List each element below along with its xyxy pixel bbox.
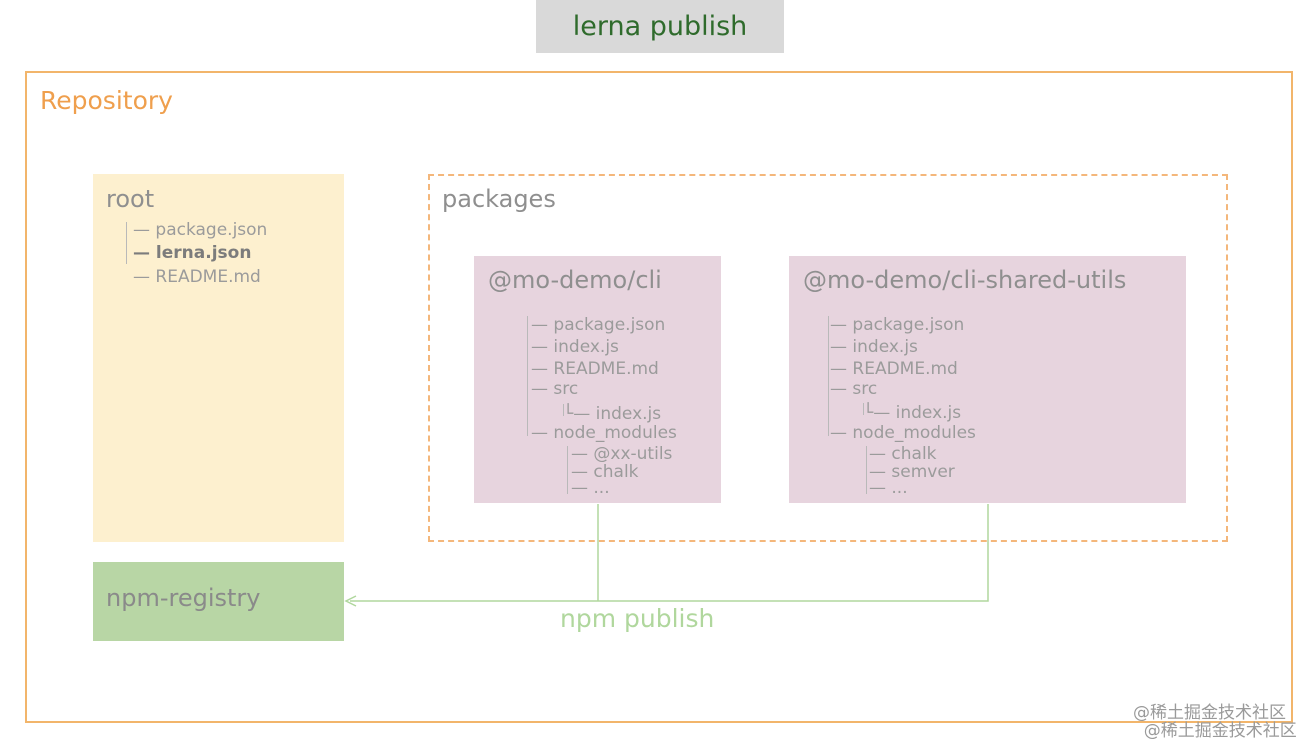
repository-label: Repository [40,86,173,115]
package-cli-modules-line [567,446,568,494]
shared-file-index-js: — index.js [830,337,918,357]
publish-arrowhead [344,595,357,607]
root-box [93,174,344,542]
root-tree-line [126,222,127,264]
shared-src-index-js: └— index.js [863,403,962,423]
shared-folder-node-modules: — node_modules [830,423,976,443]
root-file-lerna-json: — lerna.json [133,243,252,263]
package-shared-modules-line [866,446,867,494]
package-cli-name: @mo-demo/cli [488,266,662,294]
root-label: root [106,185,155,213]
package-shared-tree-line [828,316,829,436]
packages-label: packages [442,185,556,213]
cli-module-ellipsis: — ... [571,478,610,498]
cli-file-package-json: — package.json [531,315,666,335]
cli-module-xx-utils: — @xx-utils [571,444,673,464]
package-cli-box [474,256,721,503]
diagram-title: lerna publish [536,0,784,53]
shared-module-semver: — semver [869,462,955,482]
packages-frame [428,174,1228,542]
shared-file-readme: — README.md [830,359,958,379]
shared-module-ellipsis: — ... [869,478,908,498]
cli-folder-node-modules: — node_modules [531,423,677,443]
package-cli-src-line [563,404,564,416]
cli-module-chalk: — chalk [571,462,639,482]
root-file-package-json: — package.json [133,220,268,240]
cli-folder-src: — src [531,379,579,399]
cli-file-readme: — README.md [531,359,659,379]
package-shared-src-line [863,403,864,415]
watermark: @稀土掘金技术社区 @稀土掘金技术社区 [1133,703,1297,741]
publish-line-shared [350,504,989,602]
shared-file-package-json: — package.json [830,315,965,335]
shared-module-chalk: — chalk [869,444,937,464]
npm-publish-label: npm publish [560,604,715,633]
shared-folder-src: — src [830,379,878,399]
package-shared-utils-box [789,256,1186,503]
repository-frame [25,71,1293,723]
cli-file-index-js: — index.js [531,337,619,357]
package-shared-utils-name: @mo-demo/cli-shared-utils [803,266,1127,294]
npm-registry-box [93,562,344,641]
npm-registry-label: npm-registry [106,584,261,612]
package-cli-tree-line [527,316,528,436]
cli-src-index-js: └— index.js [563,404,662,424]
root-file-readme: — README.md [133,267,261,287]
